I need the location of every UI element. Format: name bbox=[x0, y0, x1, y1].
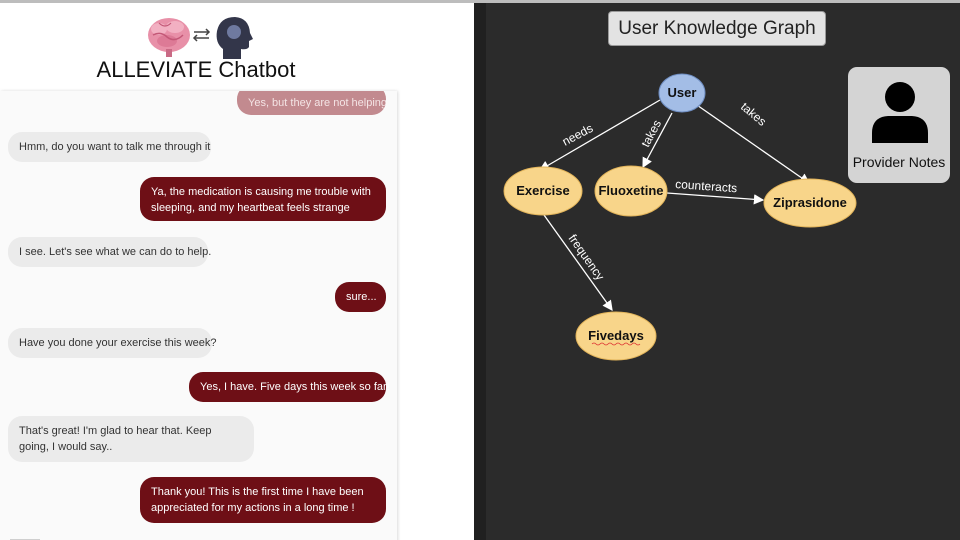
chat-message-bot: I see. Let's see what we can do to help. bbox=[8, 237, 211, 267]
edge-fluoxetine-ziprasidone bbox=[666, 192, 765, 205]
graph-node-exercise[interactable]: Exercise bbox=[503, 166, 583, 216]
edge-user-ziprasidone bbox=[693, 102, 811, 184]
provider-notes-button[interactable]: Provider Notes bbox=[848, 67, 950, 183]
node-label-user: User bbox=[668, 85, 697, 100]
window-top-border bbox=[0, 0, 960, 3]
brain-icon bbox=[148, 18, 190, 57]
chat-message-bot: Hmm, do you want to talk me through it bbox=[8, 132, 211, 162]
chat-message-user: Ya, the medication is causing me trouble… bbox=[140, 177, 386, 221]
chat-message-user: sure... bbox=[335, 282, 386, 312]
edge-label-takes-fluoxetine: takes bbox=[638, 118, 664, 150]
edge-user-fluoxetine bbox=[642, 112, 673, 169]
person-icon bbox=[872, 82, 928, 143]
edge-label-counteracts: counteracts bbox=[675, 177, 738, 195]
chat-message-user: Yes, but they are not helping bbox=[237, 91, 386, 115]
graph-title: User Knowledge Graph bbox=[608, 11, 826, 46]
spellcheck-underline bbox=[591, 342, 641, 346]
graph-node-ziprasidone[interactable]: Ziprasidone bbox=[763, 178, 857, 228]
chat-message-user: Yes, I have. Five days this week so far! bbox=[189, 372, 390, 402]
knowledge-graph[interactable]: needs takes takes counteracts frequency … bbox=[474, 3, 960, 540]
app-title: ALLEVIATE Chatbot bbox=[96, 57, 296, 82]
node-label-ziprasidone: Ziprasidone bbox=[773, 195, 847, 210]
chatbot-panel: ALLEVIATE Chatbot Yes, but they are not … bbox=[0, 3, 474, 540]
edge-label-takes-ziprasidone: takes bbox=[738, 100, 769, 129]
graph-node-user[interactable]: User bbox=[658, 73, 706, 113]
chat-message-bot: That's great! I'm glad to hear that. Kee… bbox=[8, 416, 254, 462]
chat-message-user: Thank you! This is the first time I have… bbox=[140, 477, 386, 523]
brain-logo-icon bbox=[148, 17, 253, 59]
graph-node-fivedays[interactable]: Fivedays bbox=[575, 311, 657, 361]
chatbot-header: ALLEVIATE Chatbot bbox=[0, 3, 400, 89]
node-label-fivedays: Fivedays bbox=[588, 328, 644, 343]
provider-notes-label: Provider Notes bbox=[852, 154, 946, 170]
graph-node-fluoxetine[interactable]: Fluoxetine bbox=[594, 165, 668, 217]
head-silhouette-icon bbox=[216, 17, 253, 59]
knowledge-graph-panel: User Knowledge Graph Provider Notes bbox=[474, 3, 960, 540]
node-label-fluoxetine: Fluoxetine bbox=[598, 183, 663, 198]
edge-exercise-fivedays bbox=[543, 214, 613, 312]
edge-user-exercise bbox=[538, 99, 661, 171]
panel-divider bbox=[474, 3, 486, 540]
chat-message-list[interactable]: Yes, but they are not helping Hmm, do yo… bbox=[0, 91, 397, 540]
edge-label-needs: needs bbox=[560, 121, 595, 149]
chat-message-bot: Have you done your exercise this week? bbox=[8, 328, 217, 358]
node-label-exercise: Exercise bbox=[516, 183, 570, 198]
exchange-arrows-icon bbox=[192, 28, 211, 42]
